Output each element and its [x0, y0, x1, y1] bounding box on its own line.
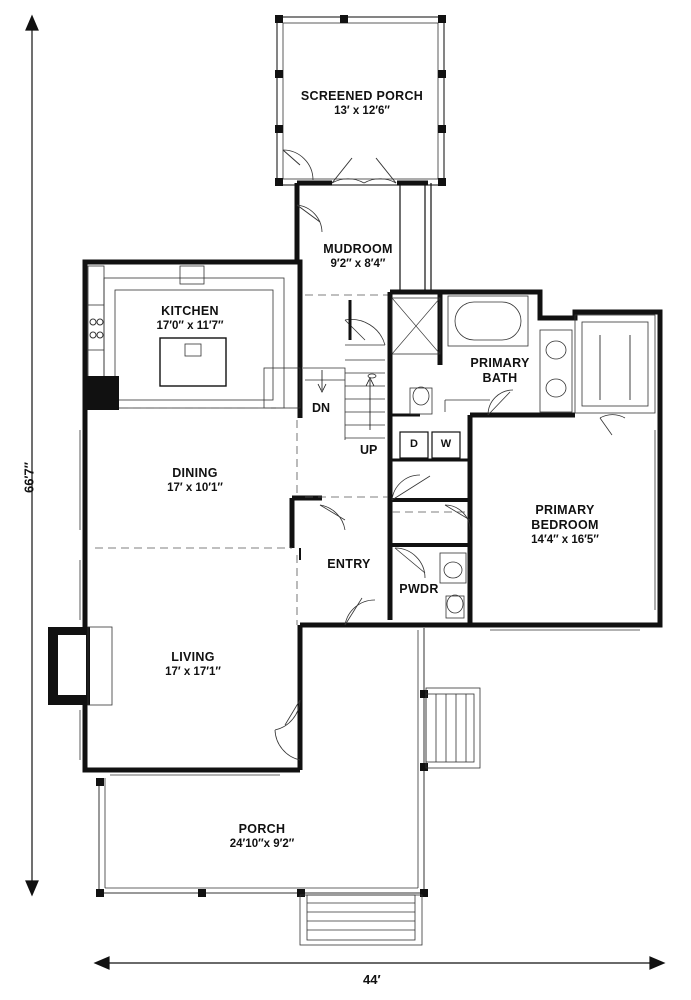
overall-width-label: 44′: [363, 972, 381, 987]
room-dimension: 13′ x 12′6″: [334, 105, 390, 117]
room-name: PORCH: [238, 822, 286, 836]
room-dimension: 17′ x 10′1″: [167, 482, 223, 494]
room-name: KITCHEN: [161, 304, 219, 318]
stairs: [303, 300, 386, 440]
interior-walls: [289, 289, 500, 770]
room-dimension: 9′2″ x 8′4″: [330, 258, 386, 270]
overall-depth-dimension-line: [25, 14, 39, 897]
porch-label: PORCH 24′10″x 9′2″: [230, 822, 295, 852]
entry-label: ENTRY: [327, 557, 370, 572]
screened-porch-outline: [275, 15, 446, 186]
pwdr-label: PWDR: [399, 582, 438, 597]
room-name: PRIMARY: [470, 356, 530, 370]
room-name: ENTRY: [327, 557, 371, 571]
west-walls: [79, 415, 300, 776]
washer-label: W: [440, 438, 452, 450]
room-name: MUDROOM: [323, 242, 393, 256]
primary-bedroom-label: PRIMARY BEDROOM 14′4″ x 16′5″: [531, 503, 599, 548]
fireplace: [48, 626, 113, 706]
room-dimension: 17′ x 17′1″: [165, 666, 221, 678]
primary-bath-label: PRIMARY BATH: [470, 356, 529, 386]
room-dimension: 24′10″x 9′2″: [229, 838, 295, 850]
room-dimension: 14′4″ x 16′5″: [531, 534, 599, 546]
room-name: DINING: [172, 466, 218, 480]
side-steps: [425, 687, 481, 769]
stair-up-label: UP: [360, 443, 378, 457]
screened-porch-label: SCREENED PORCH 13′ x 12′6″: [301, 89, 423, 119]
room-name: LIVING: [171, 650, 215, 664]
walk-in-closet: [574, 314, 656, 436]
dryer-label: D: [410, 438, 418, 450]
dining-label: DINING 17′ x 10′1″: [167, 466, 223, 496]
room-name: PRIMARY: [535, 503, 595, 517]
interior-doors: [319, 389, 514, 626]
primary-bedroom-walls: [470, 415, 663, 631]
kitchen-label: KITCHEN 17′0″ x 11′7″: [156, 304, 223, 334]
powder-room-fixtures: [439, 552, 467, 619]
primary-bath-walls: [391, 289, 663, 418]
stair-down-label: DN: [312, 401, 331, 415]
room-name-line2: BEDROOM: [531, 518, 599, 532]
living-door: [274, 699, 301, 761]
room-name: SCREENED PORCH: [300, 89, 424, 103]
mudroom-walls: [294, 157, 432, 296]
front-steps: [299, 894, 423, 946]
kitchen-walls: [82, 259, 303, 415]
room-dimension: 17′0″ x 11′7″: [156, 320, 224, 332]
mudroom-label: MUDROOM 9′2″ x 8′4″: [323, 242, 392, 272]
laundry-appliances: [399, 431, 461, 459]
room-name-line2: BATH: [482, 371, 518, 385]
living-label: LIVING 17′ x 17′1″: [165, 650, 221, 680]
overall-depth-label: 66′7″: [21, 461, 37, 494]
overall-width-dimension-line: [93, 956, 666, 970]
front-porch: [96, 628, 428, 897]
room-name: PWDR: [399, 582, 439, 596]
